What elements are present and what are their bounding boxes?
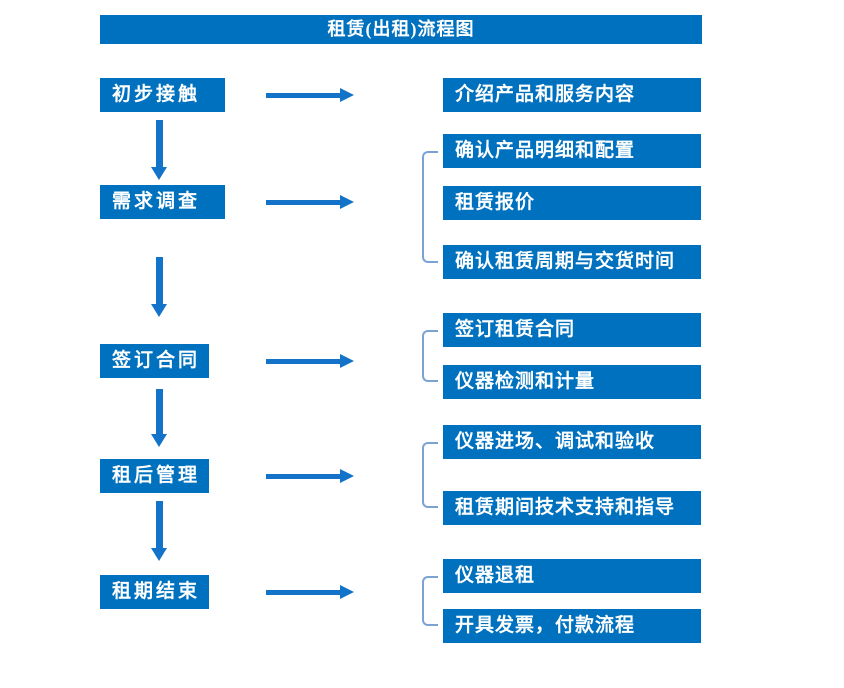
arrowhead-right-icon: [340, 585, 354, 599]
arrow-shaft: [266, 474, 342, 479]
bracket-group-rental-end: [422, 576, 438, 626]
step-box-sign-contract: 签订合同: [100, 344, 209, 378]
detail-box-confirm-product-spec: 确认产品明细和配置: [443, 134, 701, 168]
detail-box-sign-rental-contract: 签订租赁合同: [443, 313, 701, 347]
down-arrow-step4-to-step5: [151, 501, 168, 561]
step-box-initial-contact: 初步接触: [100, 78, 225, 112]
right-arrow-step5: [266, 585, 354, 599]
arrowhead-down-icon: [151, 167, 167, 180]
detail-box-invoice-payment: 开具发票，付款流程: [443, 609, 701, 643]
right-arrow-step1: [266, 88, 354, 102]
arrow-shaft: [266, 590, 342, 595]
arrowhead-right-icon: [340, 469, 354, 483]
arrow-shaft: [266, 200, 342, 205]
flowchart-title: 租赁(出租)流程图: [327, 19, 475, 39]
detail-box-introduce-products: 介绍产品和服务内容: [443, 78, 701, 112]
arrowhead-right-icon: [340, 354, 354, 368]
detail-box-instrument-testing: 仪器检测和计量: [443, 365, 701, 399]
flowchart-title-bar: 租赁(出租)流程图: [100, 15, 702, 44]
right-arrow-step4: [266, 469, 354, 483]
arrowhead-down-icon: [151, 548, 167, 561]
down-arrow-step1-to-step2: [151, 120, 168, 180]
arrow-shaft: [156, 120, 163, 168]
detail-box-rental-quote: 租赁报价: [443, 186, 701, 220]
arrow-shaft: [156, 501, 163, 549]
detail-box-confirm-rental-period: 确认租赁周期与交货时间: [443, 245, 701, 279]
down-arrow-step2-to-step3: [151, 257, 168, 317]
arrow-shaft: [266, 93, 342, 98]
arrowhead-down-icon: [151, 304, 167, 317]
right-arrow-step3: [266, 354, 354, 368]
arrow-shaft: [156, 257, 163, 305]
arrow-shaft: [156, 389, 163, 435]
arrowhead-down-icon: [151, 434, 167, 447]
right-arrow-step2: [266, 195, 354, 209]
arrow-shaft: [266, 359, 342, 364]
detail-box-instrument-return: 仪器退租: [443, 559, 701, 593]
step-box-demand-survey: 需求调查: [100, 185, 225, 219]
down-arrow-step3-to-step4: [151, 389, 168, 447]
bracket-group-demand-survey: [422, 151, 438, 263]
step-box-rental-end: 租期结束: [100, 575, 209, 609]
arrowhead-right-icon: [340, 195, 354, 209]
detail-box-tech-support: 租赁期间技术支持和指导: [443, 491, 701, 525]
detail-box-instrument-setup: 仪器进场、调试和验收: [443, 425, 701, 459]
bracket-group-post-rental-mgmt: [422, 442, 438, 508]
arrowhead-right-icon: [340, 88, 354, 102]
bracket-group-sign-contract: [422, 330, 438, 382]
step-box-post-rental-mgmt: 租后管理: [100, 459, 209, 493]
